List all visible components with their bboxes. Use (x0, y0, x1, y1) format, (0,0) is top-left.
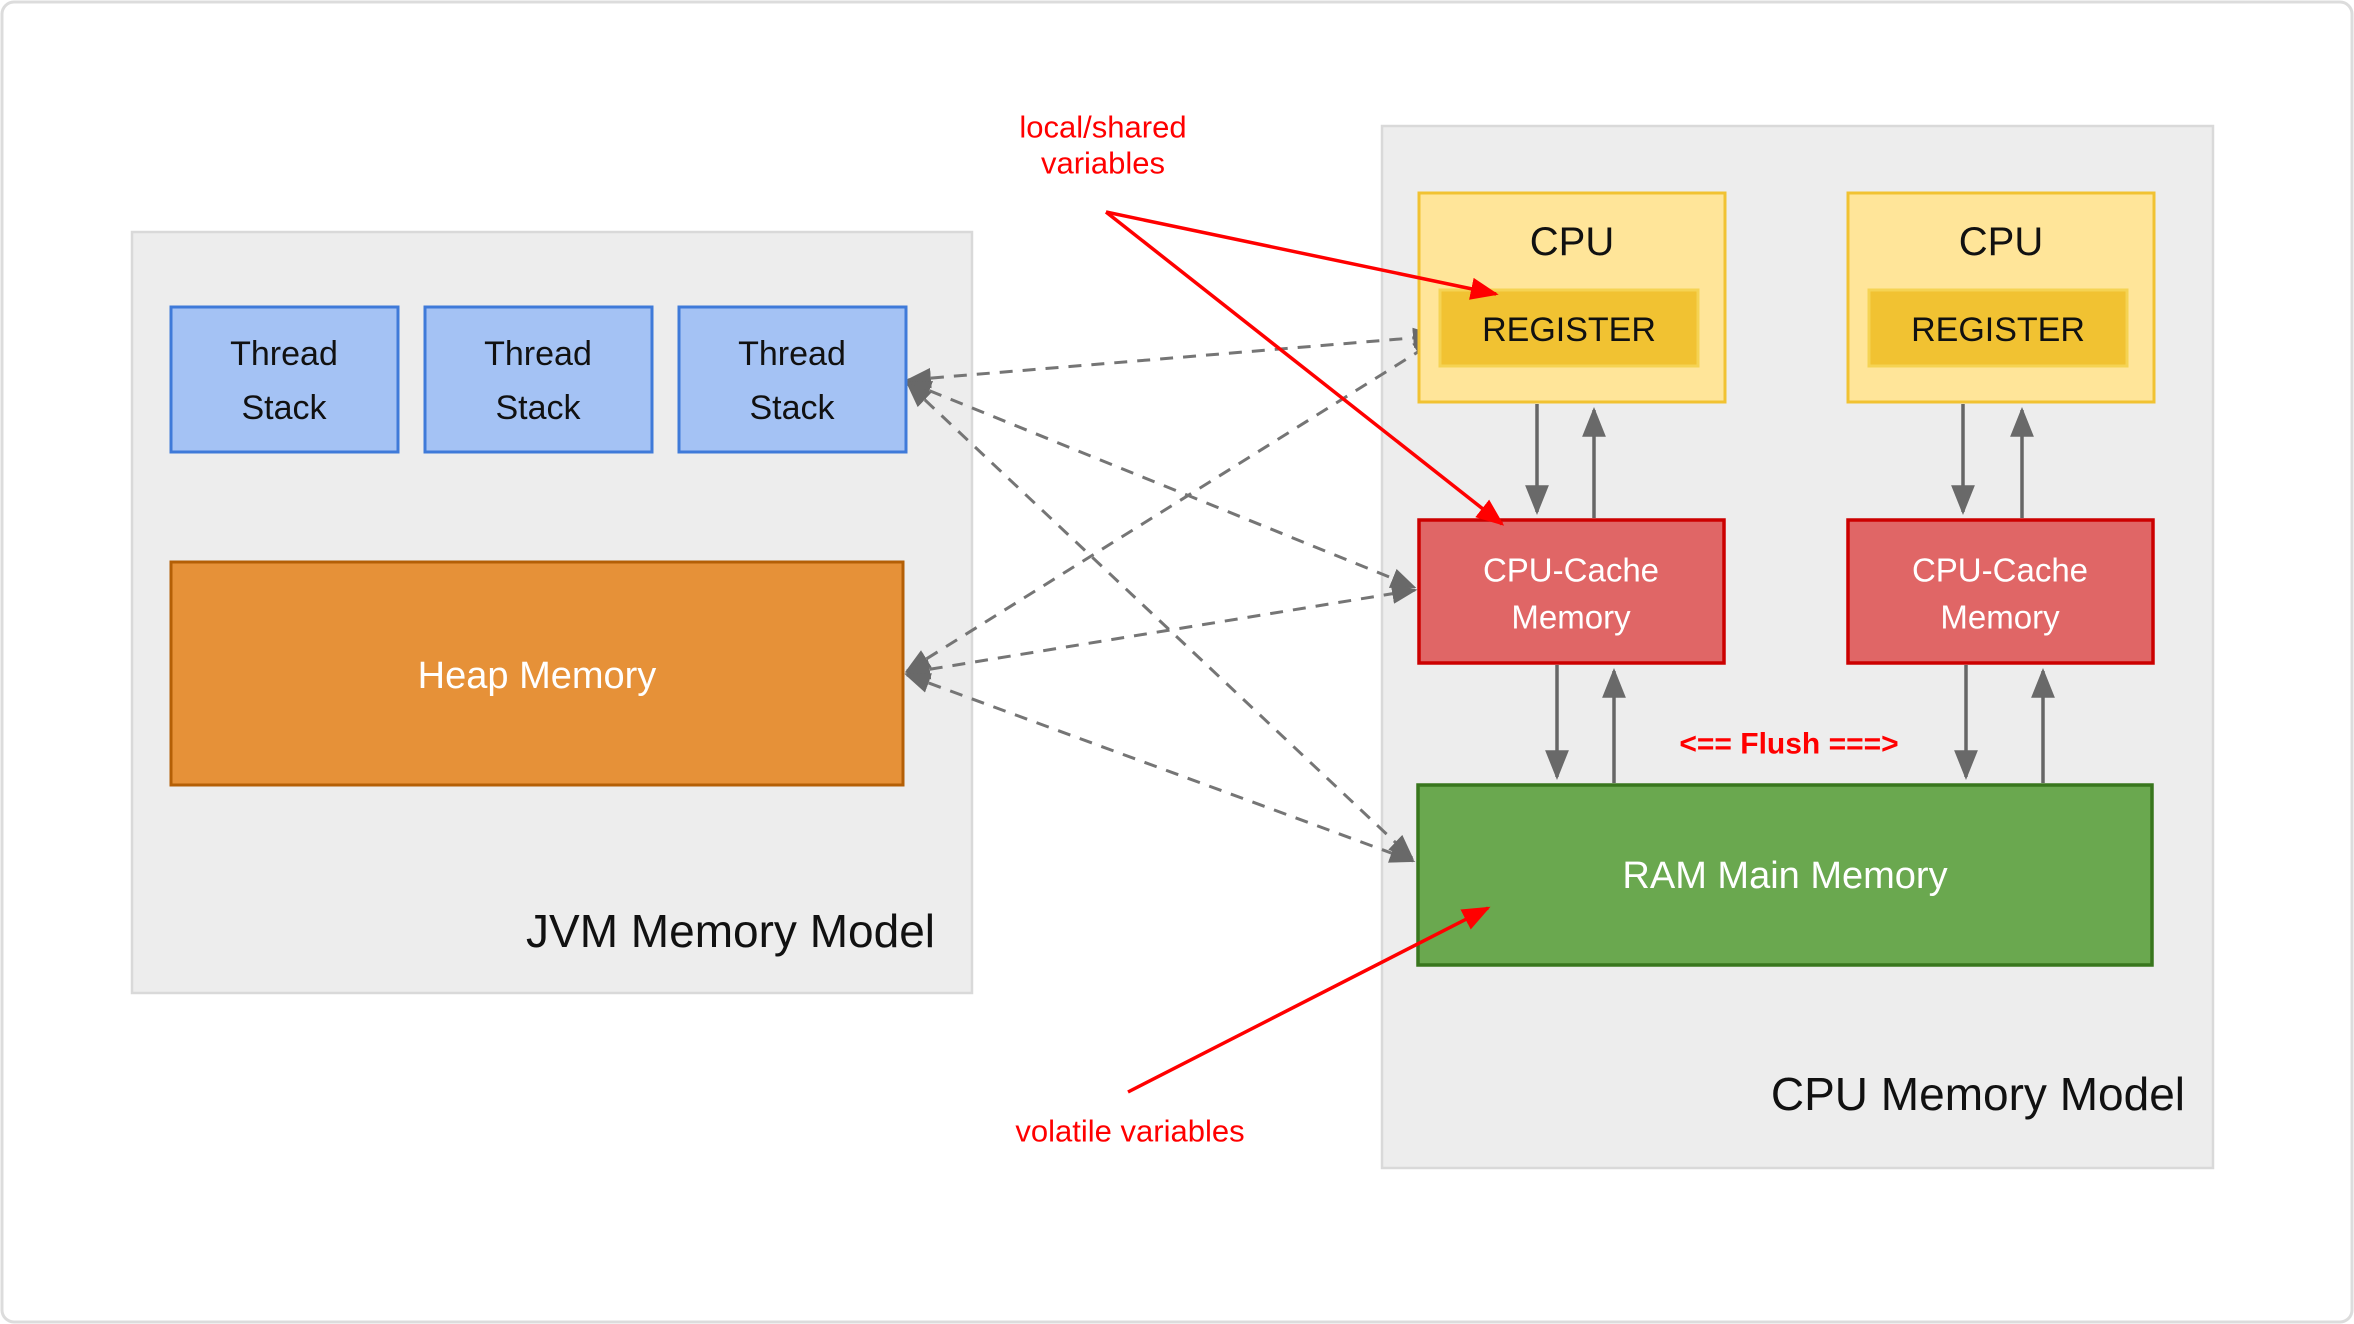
cpu-cache-1-label-line1: CPU-Cache (1483, 552, 1659, 589)
register-2-label: REGISTER (1911, 311, 2085, 349)
dashed-arrow-heap-cache (904, 583, 1418, 680)
cpu-cache-box-1: CPU-Cache Memory (1417, 518, 1726, 665)
dashed-arrow-threadstack-cache (905, 380, 1417, 589)
red-arrow-localshared-to-cache (1104, 210, 1505, 526)
cpu-cache-box-2: CPU-Cache Memory (1846, 518, 2155, 665)
register-box-1 (1438, 288, 1700, 368)
thread-stack-2-label-line1: Thread (484, 335, 592, 373)
thread-stack-box-1: Thread Stack (169, 305, 400, 454)
cpu-box-1: CPU REGISTER (1417, 191, 1727, 404)
dashed-arrow-heap-register (904, 338, 1440, 673)
heap-memory-box: Heap Memory (169, 560, 905, 787)
thread-stack-2-label-line2: Stack (495, 389, 581, 427)
cpu-box-2: CPU REGISTER (1846, 191, 2156, 404)
cpu-1-label: CPU (1530, 220, 1614, 264)
flush-label: <== Flush ===> (1679, 728, 1898, 761)
thread-stack-box-3: Thread Stack (677, 305, 908, 454)
thread-stack-box-2: Thread Stack (423, 305, 654, 454)
thread-stack-3-label-line1: Thread (738, 335, 846, 373)
cpu-cache-2-label-line2: Memory (1940, 599, 2060, 636)
dashed-arrow-heap-ram (904, 673, 1416, 863)
cpu-cache-1-label-line2: Memory (1511, 599, 1631, 636)
cpu-2-label: CPU (1959, 220, 2043, 264)
local-shared-variables-label-line1: local/shared (1019, 110, 1186, 145)
thread-stack-3-label-line2: Stack (749, 389, 835, 427)
thread-stack-1-label-line1: Thread (230, 335, 338, 373)
heap-memory-label: Heap Memory (418, 655, 657, 697)
local-shared-variables-label-line2: variables (1041, 146, 1165, 181)
red-arrow-localshared-to-register (1105, 210, 1499, 300)
dashed-arrow-threadstack-ram (906, 382, 1414, 860)
cpu-cache-2-label-line1: CPU-Cache (1912, 552, 2088, 589)
jvm-memory-model-label: JVM Memory Model (526, 905, 935, 957)
volatile-variables-label: volatile variables (1015, 1114, 1244, 1149)
register-1-label: REGISTER (1482, 311, 1656, 349)
ram-main-memory-box: RAM Main Memory (1416, 783, 2154, 967)
red-arrow-volatile-to-ram (1127, 906, 1491, 1094)
register-box-2 (1867, 288, 2129, 368)
thread-stack-1-label-line2: Stack (241, 389, 327, 427)
dashed-arrow-threadstack-register (905, 327, 1439, 389)
ram-main-memory-label: RAM Main Memory (1622, 855, 1947, 897)
cpu-memory-model-label: CPU Memory Model (1771, 1068, 2185, 1120)
